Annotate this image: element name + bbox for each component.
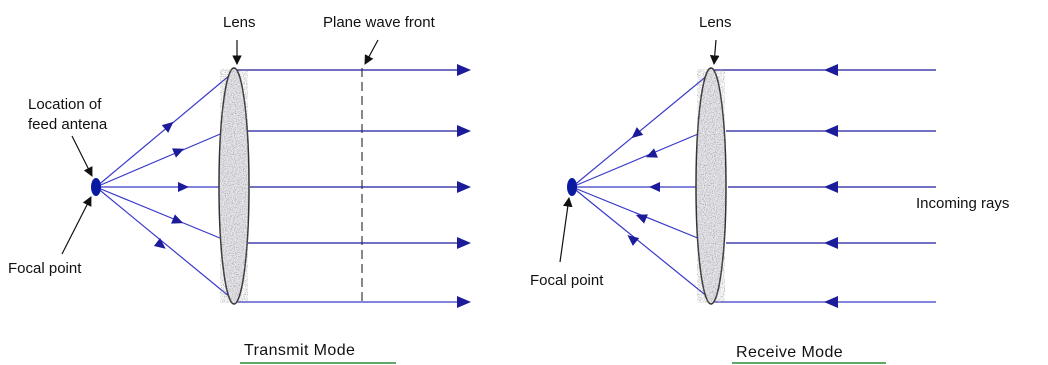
receive-lens-label: Lens	[699, 14, 732, 31]
receive-lens-pointer	[709, 39, 720, 65]
receive-mode-caption: Receive Mode	[736, 344, 843, 361]
transmit-output-arrowheads	[457, 64, 471, 308]
receive-focal-pointer	[559, 197, 573, 263]
transmit-focal-point-label: Focal point	[8, 260, 82, 277]
receive-focal-point	[567, 178, 577, 196]
transmit-mode-diagram: Lens Plane wave front Location of feed a…	[8, 14, 471, 364]
receive-lens	[695, 67, 727, 305]
transmit-lens	[218, 67, 250, 305]
transmit-feed-pointer	[71, 135, 93, 177]
feed-location-label-line1: Location of	[28, 96, 102, 113]
transmit-mode-caption: Transmit Mode	[244, 342, 355, 359]
transmit-diverging-rays	[95, 69, 237, 303]
transmit-wavefront-label: Plane wave front	[323, 14, 436, 31]
transmit-lens-label: Lens	[223, 14, 256, 31]
receive-incoming-arrowheads	[824, 64, 838, 308]
receive-focal-point-label: Focal point	[530, 272, 604, 289]
feed-location-label-line2: feed antena	[28, 116, 108, 133]
transmit-focal-pointer	[61, 196, 92, 255]
transmit-diverging-arrowheads	[153, 121, 189, 249]
receive-mode-diagram: Lens Incoming rays Focal point Receive M…	[530, 14, 1009, 364]
transmit-parallel-rays	[236, 69, 460, 303]
receive-converging-rays	[571, 69, 715, 303]
transmit-wavefront-pointer	[364, 39, 379, 65]
receive-incoming-rays	[714, 69, 936, 303]
receive-converging-arrowheads	[627, 127, 660, 246]
incoming-rays-label: Incoming rays	[916, 195, 1009, 212]
transmit-focal-point	[91, 178, 101, 196]
